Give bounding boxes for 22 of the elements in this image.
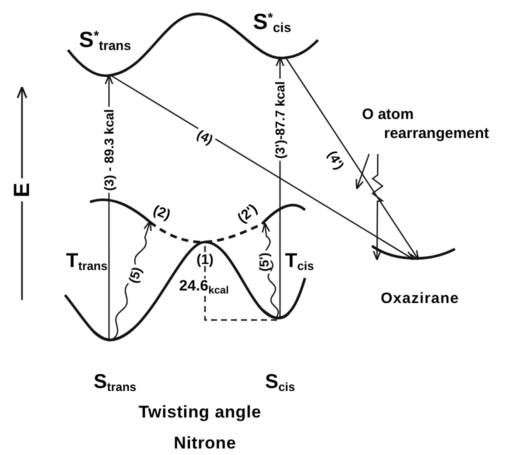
edge-label: (5)	[126, 264, 144, 286]
state-label: S$_{cis}$	[264, 370, 296, 395]
edge-label: (3')-87.7 kcal	[274, 79, 286, 161]
arrow	[111, 75, 414, 260]
arrow	[262, 222, 279, 318]
edge-label: (3) - 89.3 kcal	[102, 107, 116, 193]
state-label: T$_{cis}$	[285, 249, 314, 274]
label: Nitrone	[174, 434, 236, 452]
arrow	[285, 58, 420, 260]
label: (1)	[196, 252, 214, 266]
state-label: O atom rearrangement	[362, 106, 490, 144]
state-label: S$_{trans}$	[94, 370, 136, 395]
edge-label: (5')	[258, 250, 270, 274]
arrow	[371, 154, 384, 261]
state-label: T$_{trans}$	[66, 249, 108, 274]
label: (2')	[234, 201, 260, 225]
label: 24.6$_{kcal}$	[179, 278, 229, 294]
arrow	[356, 154, 370, 190]
state-label: Oxazirane	[380, 290, 460, 309]
arrow	[112, 220, 152, 340]
label: Twisting angle	[138, 404, 262, 420]
label: (2)	[152, 202, 172, 222]
